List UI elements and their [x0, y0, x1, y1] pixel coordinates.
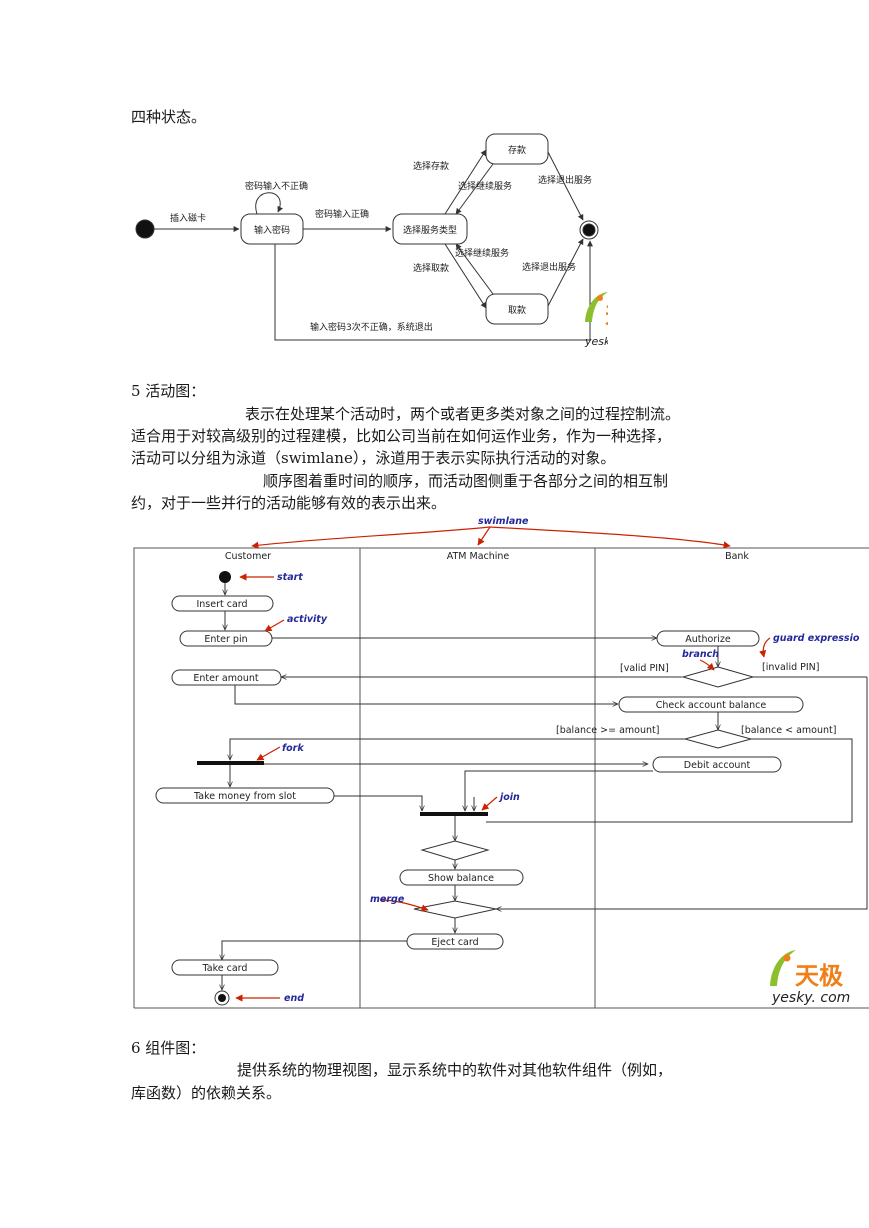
- guard-label: [valid PIN]: [620, 663, 669, 674]
- text-line: 提供系统的物理视图，显示系统中的软件对其他软件组件（例如，: [237, 1061, 673, 1079]
- activity-label: Insert card: [196, 599, 247, 610]
- transition-label: 选择退出服务: [522, 261, 576, 273]
- swimlane-annotation: swimlane: [478, 516, 529, 527]
- activity-eject-card: [406, 933, 504, 950]
- text-line: 适合用于对较高级别的过程建模，比如公司当前在如何运作业务，作为一种选择，: [131, 427, 672, 445]
- activity-enter-pin: [179, 630, 273, 647]
- activity-enter-amount: [171, 669, 282, 686]
- annotation-fork: fork: [282, 743, 304, 754]
- annotation-activity: activity: [287, 614, 328, 625]
- annotation-join: join: [498, 792, 520, 803]
- lane-header-bank: Bank: [725, 551, 749, 562]
- yesky-logo: 天极 yesky. com: [584, 292, 608, 348]
- activity-label: Debit account: [684, 760, 751, 771]
- join-bar: [420, 812, 488, 816]
- logo-brand-text: 天极: [795, 962, 843, 990]
- decision-node: [420, 840, 490, 861]
- annotation-guard-expression: guard expressio: [773, 633, 860, 644]
- state-label: 存款: [508, 144, 526, 156]
- logo-site-text: yesky. com: [584, 335, 608, 348]
- section-heading-component-diagram: 6 组件图：: [131, 1039, 206, 1057]
- final-state-inner: [582, 223, 596, 237]
- text-line: 顺序图着重时间的顺序，而活动图侧重于各部分之间的相互制: [263, 472, 669, 490]
- text-line: 活动可以分组为泳道（swimlane），泳道用于表示实际执行活动的对象。: [131, 449, 616, 467]
- annotation-branch: branch: [682, 649, 719, 660]
- fork-bar: [197, 761, 264, 765]
- state-label: 选择服务类型: [403, 224, 457, 236]
- logo-site-text: yesky. com: [771, 990, 850, 1006]
- transition-label: 选择存款: [413, 160, 449, 172]
- start-node: [219, 571, 231, 583]
- transition-label: 选择继续服务: [458, 180, 512, 192]
- logo-brand-text: 天极: [605, 304, 608, 329]
- activity-label: Enter pin: [204, 634, 247, 645]
- text-line: 约，对于一些并行的活动能够有效的表示出来。: [131, 494, 447, 512]
- state-deposit: [485, 133, 549, 165]
- annotation-end: end: [284, 993, 304, 1004]
- atm-state-diagram: 输入密码 选择服务类型 存款 取款 插入磁卡 密码输入不正确 密码输入正确 选择…: [135, 133, 608, 348]
- guard-label: [balance >= amount]: [556, 725, 659, 736]
- self-loop: [255, 192, 283, 215]
- activity-show-balance: [399, 869, 524, 886]
- initial-state: [135, 219, 155, 239]
- end-node-inner: [218, 994, 226, 1002]
- transition-label: 插入磁卡: [170, 212, 206, 224]
- guard-label: [balance < amount]: [741, 725, 836, 736]
- activity-authorize: [656, 630, 760, 647]
- text-line: 四种状态。: [131, 108, 207, 126]
- atm-activity-diagram: Customer ATM Machine Bank swimlane: [133, 516, 869, 1009]
- state-label: 输入密码: [254, 224, 290, 236]
- activity-label: Eject card: [431, 937, 478, 948]
- decision-balance: [683, 729, 753, 749]
- activity-label: Take money from slot: [193, 791, 296, 802]
- state-select-service: [392, 213, 468, 245]
- lane-header-customer: Customer: [225, 551, 271, 562]
- decision-pin: [681, 666, 755, 688]
- text-line: 库函数）的依赖关系。: [131, 1084, 282, 1102]
- guard-label: [invalid PIN]: [762, 662, 819, 673]
- activity-insert-card: [171, 595, 274, 612]
- transition-label: 输入密码3次不正确，系统退出: [310, 321, 433, 333]
- activity-check-balance: [618, 696, 804, 713]
- transition-label: 选择继续服务: [455, 247, 509, 259]
- section-heading-activity-diagram: 5 活动图：: [131, 382, 206, 400]
- state-label: 取款: [508, 304, 526, 316]
- activity-debit: [652, 756, 782, 773]
- transition-label: 密码输入正确: [315, 208, 369, 220]
- activity-label: Show balance: [428, 873, 494, 884]
- fail-exit-path: [274, 240, 593, 341]
- transition-label: 选择取款: [413, 262, 449, 274]
- state-withdraw: [485, 293, 549, 325]
- activity-label: Take card: [202, 963, 248, 974]
- activity-take-card: [171, 959, 279, 976]
- text-line: 表示在处理某个活动时，两个或者更多类对象之间的过程控制流。: [245, 405, 681, 423]
- activity-label: Enter amount: [193, 673, 258, 684]
- yesky-logo: 天极 yesky. com: [770, 950, 850, 1006]
- annotation-start: start: [277, 572, 303, 583]
- activity-take-money: [155, 787, 335, 804]
- lane-header-atm: ATM Machine: [447, 551, 510, 562]
- activity-label: Authorize: [685, 634, 731, 645]
- transition-label: 密码输入不正确: [245, 180, 308, 192]
- transition-label: 选择退出服务: [538, 174, 592, 186]
- activity-label: Check account balance: [656, 700, 767, 711]
- annotation-merge: merge: [370, 894, 405, 905]
